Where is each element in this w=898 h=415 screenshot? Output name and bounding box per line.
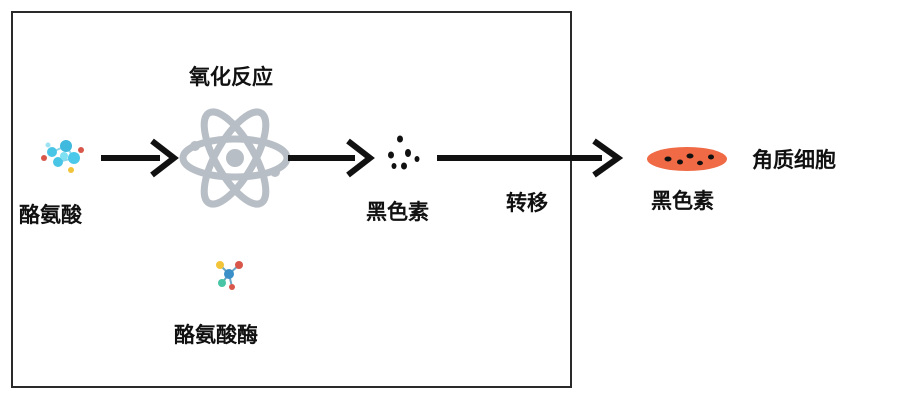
tyrosine-molecule-icon xyxy=(41,140,84,173)
melanin-particles-icon xyxy=(388,135,420,170)
melanin-cell-label: 黑色素 xyxy=(651,189,714,213)
melanin-label: 黑色素 xyxy=(366,200,429,224)
transfer-label: 转移 xyxy=(506,191,548,215)
keratinocyte-label: 角质细胞 xyxy=(752,148,836,172)
arrow-transfer xyxy=(437,138,624,178)
tyrosinase-molecule-icon xyxy=(216,261,243,290)
tyrosinase-label: 酪氨酸酶 xyxy=(174,323,258,347)
arrow-tyrosine-to-oxidation xyxy=(101,138,179,178)
atom-icon xyxy=(179,108,291,208)
reaction-box-frame xyxy=(11,11,572,388)
oxidation-reaction-label: 氧化反应 xyxy=(189,65,273,89)
tyrosine-label: 酪氨酸 xyxy=(19,203,82,227)
keratinocyte-cell-icon xyxy=(647,147,727,171)
arrow-oxidation-to-melanin xyxy=(288,138,375,178)
